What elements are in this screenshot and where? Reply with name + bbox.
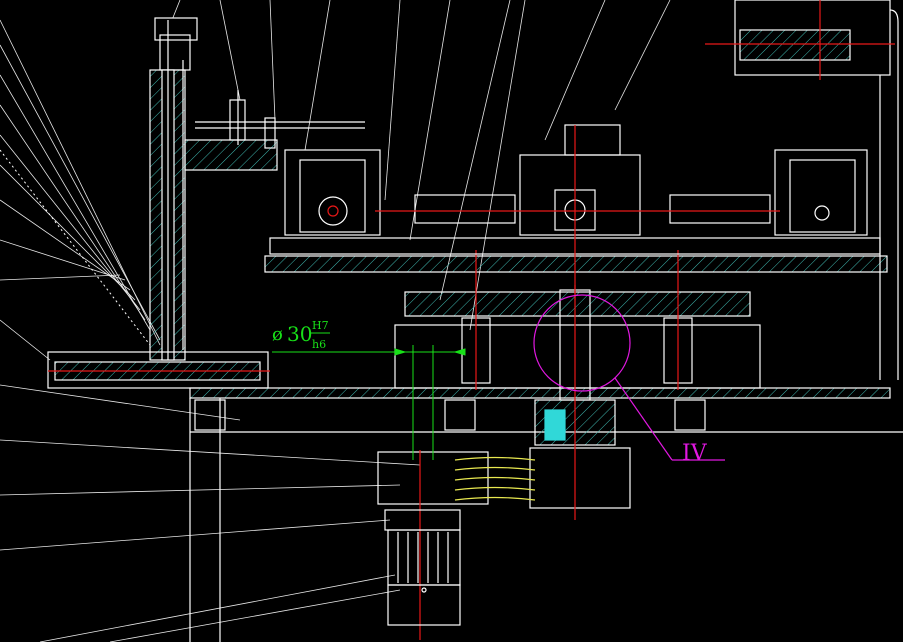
motor (384, 509, 461, 626)
detail-label: IV (682, 441, 708, 466)
dimension-line (272, 345, 466, 460)
dotted-guide (0, 149, 151, 346)
spindle-drive (377, 285, 631, 640)
support-frame (264, 250, 888, 390)
upper-carriage (269, 124, 881, 300)
top-right-assembly (705, 0, 899, 380)
gripper-arm (184, 90, 365, 171)
belt-spring (454, 456, 536, 501)
vertical-column (149, 17, 198, 361)
dimension-label: ø 30 H7 h6 (272, 319, 330, 351)
fit-upper: H7 (312, 319, 329, 332)
left-rail (47, 351, 270, 389)
detail-marker (533, 294, 725, 461)
dim-value: 30 (287, 322, 312, 346)
leader-lines (0, 0, 671, 642)
dim-symbol: ø (272, 324, 283, 345)
fit-lower: h6 (312, 338, 326, 351)
